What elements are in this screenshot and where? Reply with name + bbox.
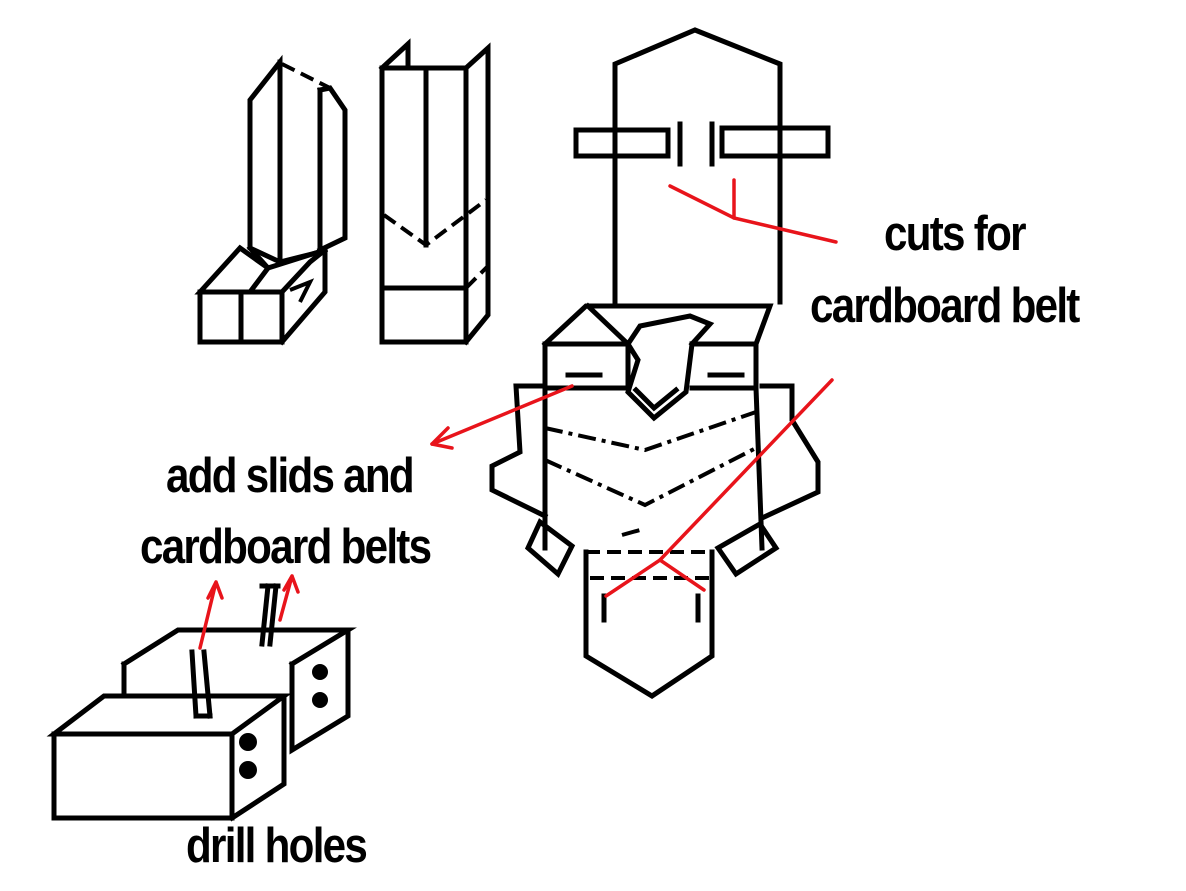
pointer-cuts-lower-right (658, 558, 706, 592)
pointer-cuts-lower (658, 378, 834, 562)
label-cuts-for: cuts for (884, 207, 1026, 261)
pointer-cuts-upper (668, 184, 838, 244)
label-cardboard-belts: cardboard belts (140, 520, 432, 574)
pointer-cuts-lower-left (604, 558, 662, 598)
tall-column-piece (378, 38, 491, 346)
torso-assembly (489, 27, 831, 699)
leg-piece-with-foot (194, 54, 348, 346)
belt-blocks (46, 583, 357, 822)
label-add-slids: add slids and (166, 449, 415, 503)
label-drill-holes: drill holes (186, 819, 368, 873)
arrow-strap-back (278, 574, 300, 622)
arrow-add-slids (430, 384, 574, 446)
arrowhead-add-slids (430, 426, 454, 450)
annotation-lines (198, 178, 838, 650)
arrow-strap-front (198, 580, 224, 650)
label-cardboard-belt: cardboard belt (810, 279, 1080, 333)
